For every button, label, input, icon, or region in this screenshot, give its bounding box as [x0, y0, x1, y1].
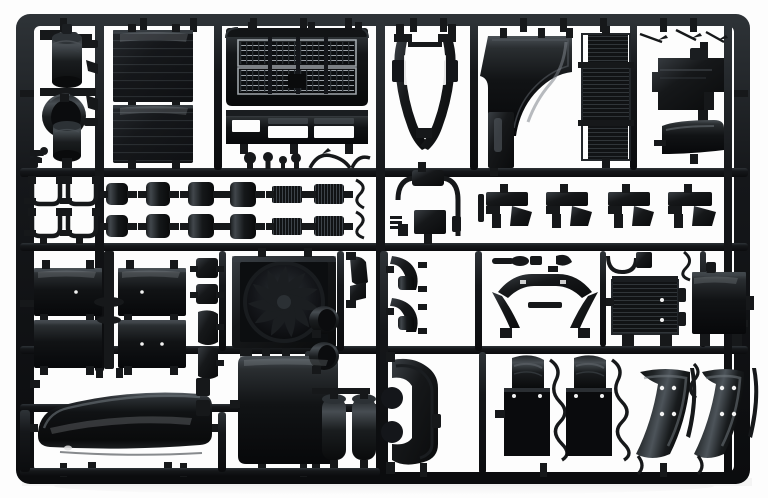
part-door-panel-upper-left [34, 260, 102, 323]
part-wheel-arch-fender [480, 28, 573, 136]
part-step-box-row [478, 184, 716, 228]
part-wiper-arm-set [639, 28, 728, 44]
part-chassis-rail-right [416, 34, 458, 150]
part-engine-block [652, 42, 724, 124]
part-bumper-support-pair [386, 256, 427, 334]
runner-bottom-left [20, 410, 380, 476]
part-front-axle-beam [492, 254, 598, 338]
part-air-tank-vertical-small [53, 121, 81, 168]
part-brake-drum-pair [309, 306, 339, 374]
part-fifth-wheel-plate [381, 352, 441, 474]
part-door-panel-lower-right [118, 320, 186, 375]
part-mudflap-bracket-right [566, 355, 631, 462]
part-door-panel-lower-left [34, 320, 102, 375]
part-air-bag-cylinder-row [100, 182, 265, 239]
part-door-panel-runner [94, 251, 124, 378]
part-intercooler-panel [606, 252, 686, 346]
part-air-tank-pair-bottom [312, 388, 376, 470]
part-chassis-cross-link [396, 24, 456, 47]
part-radiator-core-ribbed [578, 26, 634, 168]
part-frame-cross-member [390, 162, 461, 244]
part-small-bracket-column [190, 258, 224, 379]
part-small-fittings-left [30, 147, 48, 168]
specular-highlights [38, 32, 738, 434]
part-cooling-fan-and-shroud [232, 248, 336, 358]
part-radiator-panel-plain [681, 250, 754, 346]
part-u-bracket-gates [24, 176, 100, 244]
part-roof-deflector-panel [654, 120, 724, 164]
part-rear-fender-right [694, 369, 744, 476]
part-fender-splitter [686, 368, 759, 438]
part-grab-handle-panel [488, 112, 514, 176]
part-side-panel-ribbed-upper [113, 24, 193, 108]
part-battery-box-small-set [30, 378, 210, 416]
part-mudflap-bracket-left [495, 355, 569, 462]
part-front-grille [225, 22, 369, 106]
fan-blades [247, 266, 320, 338]
part-hose-squiggle-set [355, 178, 365, 240]
part-rear-fender-left [636, 362, 700, 476]
part-hose-connectors [84, 40, 98, 126]
part-air-tank-vertical-large [40, 24, 92, 88]
part-side-panel-ribbed-lower [113, 105, 193, 169]
part-small-knob-row [244, 148, 371, 170]
part-door-panel-upper-right [118, 260, 186, 323]
part-mirror-arm-pair [346, 252, 368, 308]
part-ribbed-bellows-row [266, 184, 353, 236]
part-lower-bumper-valance [226, 110, 368, 154]
